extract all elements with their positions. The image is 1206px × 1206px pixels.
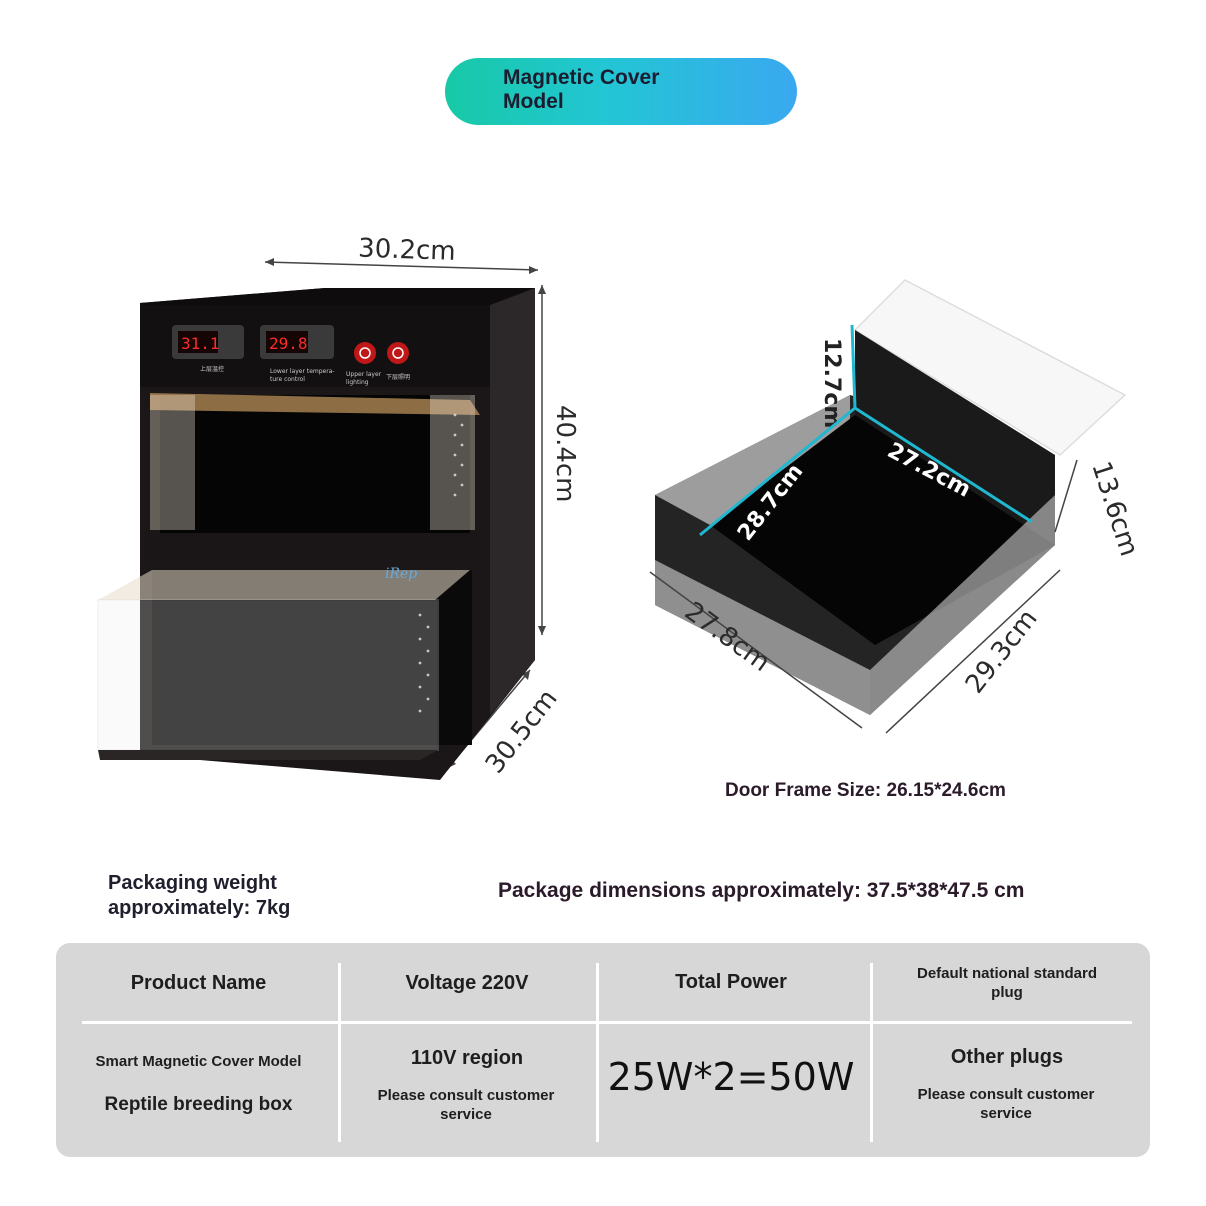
left-product-figure: 30.2cm 40.4cm 30.5cm 31.1 29.8 上层温控 Lowe… — [97, 234, 580, 780]
badge-line-2: Model — [503, 90, 564, 113]
panel-label-1: 上层温控 — [200, 365, 224, 373]
outer-height-dimension: 13.6cm — [1054, 458, 1140, 560]
panel-label-4: 下层照明 — [386, 374, 410, 381]
power-button-1[interactable] — [354, 342, 376, 364]
spec-table-divider — [82, 1021, 1132, 1024]
total-power-value: 25W*2=50W — [607, 1055, 855, 1099]
header-plug: Default national standard plug — [916, 965, 1098, 1001]
door-frame-size: Door Frame Size: 26.15*24.6cm — [725, 780, 1006, 801]
width-dimension: 30.2cm — [264, 234, 539, 274]
header-voltage: Voltage 220V — [405, 972, 529, 994]
display-2-value: 29.8 — [269, 334, 308, 353]
display-1-value: 31.1 — [181, 334, 220, 353]
inner-height-label: 12.7cm — [819, 338, 844, 428]
spec-table: Product Name Voltage 220V Total Power De… — [56, 943, 1150, 1157]
plug-note: Please consult customer service — [917, 1086, 1095, 1122]
packaging-weight-line-1: Packaging weight — [108, 872, 277, 894]
right-product-figure: 12.7cm 27.2cm 28.7cm 13.6cm 27.8cm 29.3c… — [649, 279, 1140, 734]
height-label: 40.4cm — [550, 405, 580, 503]
magnetic-cover — [853, 279, 1127, 456]
inner-height-dimension: 12.7cm — [819, 324, 857, 428]
power-button-2[interactable] — [387, 342, 409, 364]
outer-height-label: 13.6cm — [1085, 458, 1140, 560]
voltage-region: 110V region — [410, 1047, 524, 1069]
height-dimension: 40.4cm — [538, 285, 580, 635]
voltage-note: Please consult customer service — [377, 1087, 555, 1123]
panel-label-2b: ture control — [270, 376, 305, 383]
product-name-line-2: Reptile breeding box — [104, 1094, 293, 1115]
header-total-power: Total Power — [675, 971, 787, 993]
packaging-weight-line-2: approximately: 7kg — [108, 897, 291, 919]
header-product-name: Product Name — [130, 972, 267, 994]
model-badge: Magnetic Cover Model — [445, 58, 797, 125]
badge-line-1: Magnetic Cover — [503, 66, 660, 89]
upper-compartment — [160, 395, 470, 535]
panel-label-3: Upper layer — [346, 371, 382, 378]
width-label: 30.2cm — [358, 234, 457, 267]
product-name-line-1: Smart Magnetic Cover Model — [95, 1053, 302, 1070]
plug-value: Other plugs — [950, 1046, 1064, 1068]
packaging-weight: Packaging weight approximately: 7kg — [108, 871, 443, 921]
package-dimensions: Package dimensions approximately: 37.5*3… — [498, 879, 1025, 902]
brand-logo: iRep — [385, 566, 417, 582]
panel-label-3b: lighting — [346, 379, 369, 386]
panel-label-2: Lower layer tempera- — [270, 368, 335, 375]
